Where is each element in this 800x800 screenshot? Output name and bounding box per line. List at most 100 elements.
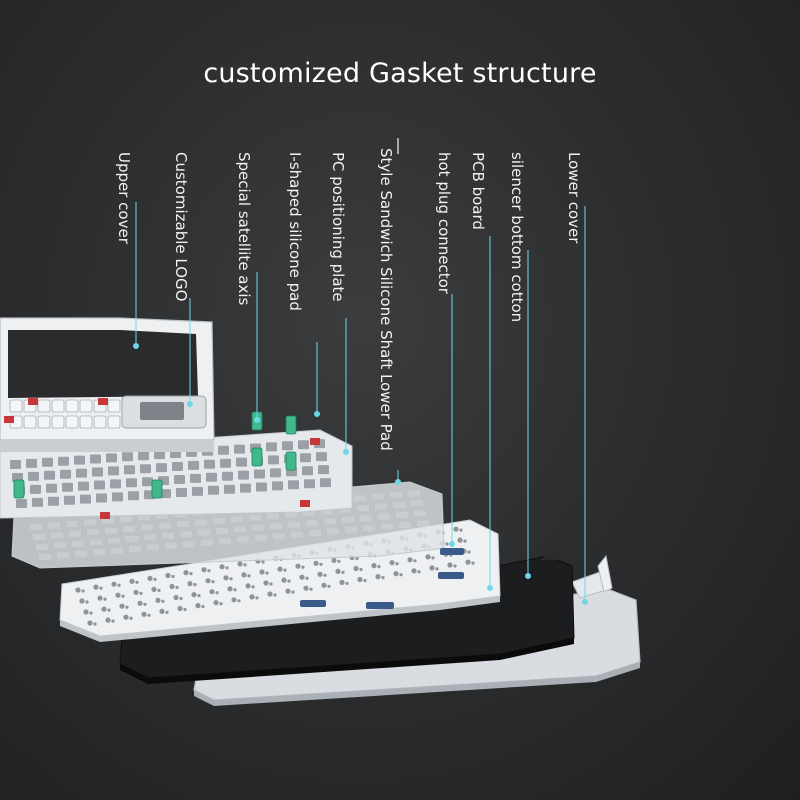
plate-switch-cutout <box>172 462 183 471</box>
pcb-hole <box>453 526 459 532</box>
pcb-hole <box>75 587 81 593</box>
pcb-hole <box>341 570 345 575</box>
upper-cover-layer <box>0 317 215 452</box>
plate-switch-cutout <box>122 452 133 462</box>
pcb-hole <box>425 554 431 560</box>
leader-dot <box>525 573 531 579</box>
pad-cutout <box>180 531 192 538</box>
pcb-hole <box>231 597 237 603</box>
keycap <box>79 399 93 413</box>
pad-cutout <box>399 522 411 528</box>
stabilizer <box>438 572 464 579</box>
plate-switch-cutout <box>266 442 277 452</box>
pad-cutout <box>237 536 249 543</box>
pcb-hole <box>299 574 305 580</box>
pcb-hole <box>459 528 463 532</box>
pcb-hole <box>269 582 273 586</box>
keycap <box>51 399 65 413</box>
pcb-hole <box>85 600 89 604</box>
pcb-hole <box>431 556 435 560</box>
pad-cutout <box>123 526 135 532</box>
pcb-hole <box>301 565 305 569</box>
pcb-hole <box>155 597 161 604</box>
pcb-hole <box>249 594 255 600</box>
pcb-hole <box>319 562 323 566</box>
plate-switch-cutout <box>80 494 91 504</box>
pcb-hole <box>93 622 97 626</box>
pad-cutout <box>165 542 177 549</box>
plate-switch-cutout <box>108 466 119 476</box>
pcb-hole <box>453 564 457 568</box>
pad-cutout <box>138 514 150 521</box>
pcb-hole <box>89 611 93 615</box>
pad-cutout <box>216 528 228 534</box>
pcb-hole <box>259 569 265 575</box>
leader-dot <box>487 585 493 591</box>
label-special-satellite-axis: Special satellite axis <box>235 152 253 306</box>
plate-switch-cutout <box>28 471 39 481</box>
keycap <box>23 415 37 429</box>
keycap <box>51 415 65 429</box>
plate-switch-cutout <box>156 463 167 473</box>
pad-cutout <box>411 500 423 507</box>
pad-cutout <box>126 536 138 542</box>
pcb-hole <box>245 583 251 589</box>
pcb-hole <box>213 600 219 606</box>
pcb-hole <box>467 550 471 554</box>
leader-dot <box>582 599 588 605</box>
pcb-hole <box>265 571 269 575</box>
pcb-hole <box>435 567 439 571</box>
pcb-hole <box>111 619 115 623</box>
pcb-hole <box>353 565 359 572</box>
label-silencer-bottom-cotton: silencer bottom cotton <box>508 152 526 323</box>
pcb-hole <box>211 580 215 584</box>
pad-cutout <box>417 520 429 527</box>
pad-cutout <box>141 524 153 531</box>
leader-dot <box>343 449 349 455</box>
plate-switch-cutout <box>288 480 299 490</box>
keycap <box>37 415 51 429</box>
pad-cutout <box>378 513 390 520</box>
pad-cutout <box>354 495 366 502</box>
pcb-hole <box>189 572 193 576</box>
pcb-hole <box>303 585 309 591</box>
pcb-hole <box>267 591 273 597</box>
red-accent <box>100 512 110 519</box>
pad-cutout <box>357 505 369 512</box>
keycap <box>65 415 79 429</box>
pcb-hole <box>359 567 363 572</box>
pcb-hole <box>313 560 319 566</box>
plate-switch-cutout <box>78 481 89 491</box>
plate-switch-cutout <box>64 495 75 505</box>
pcb-hole <box>103 597 107 601</box>
pcb-hole <box>151 586 157 593</box>
pcb-hole <box>123 614 129 620</box>
pcb-hole <box>251 585 255 589</box>
pcb-hole <box>191 592 197 598</box>
pad-cutout <box>30 524 42 530</box>
pcb-hole <box>171 574 175 579</box>
pad-cutout <box>381 523 393 530</box>
pad-cutout <box>111 547 123 554</box>
pcb-hole <box>399 573 403 577</box>
pad-cutout <box>306 520 318 526</box>
pcb-hole <box>411 568 417 574</box>
pcb-hole <box>209 589 215 595</box>
plate-switch-cutout <box>58 456 69 466</box>
pcb-hole <box>81 589 85 593</box>
pad-cutout <box>213 518 225 524</box>
pad-cutout <box>102 517 114 524</box>
pcb-hole <box>133 589 139 595</box>
plate-switch-cutout <box>318 465 329 475</box>
plate-switch-cutout <box>74 455 85 465</box>
pcb-hole <box>247 574 251 578</box>
pcb-hole <box>283 568 287 572</box>
plate-switch-cutout <box>304 479 315 489</box>
pad-cutout <box>408 490 420 497</box>
pcb-hole <box>229 577 233 581</box>
pcb-hole <box>277 566 283 572</box>
pcb-hole <box>201 567 207 573</box>
pad-cutout <box>198 529 210 536</box>
switch <box>13 479 25 499</box>
pcb-hole <box>407 557 413 563</box>
